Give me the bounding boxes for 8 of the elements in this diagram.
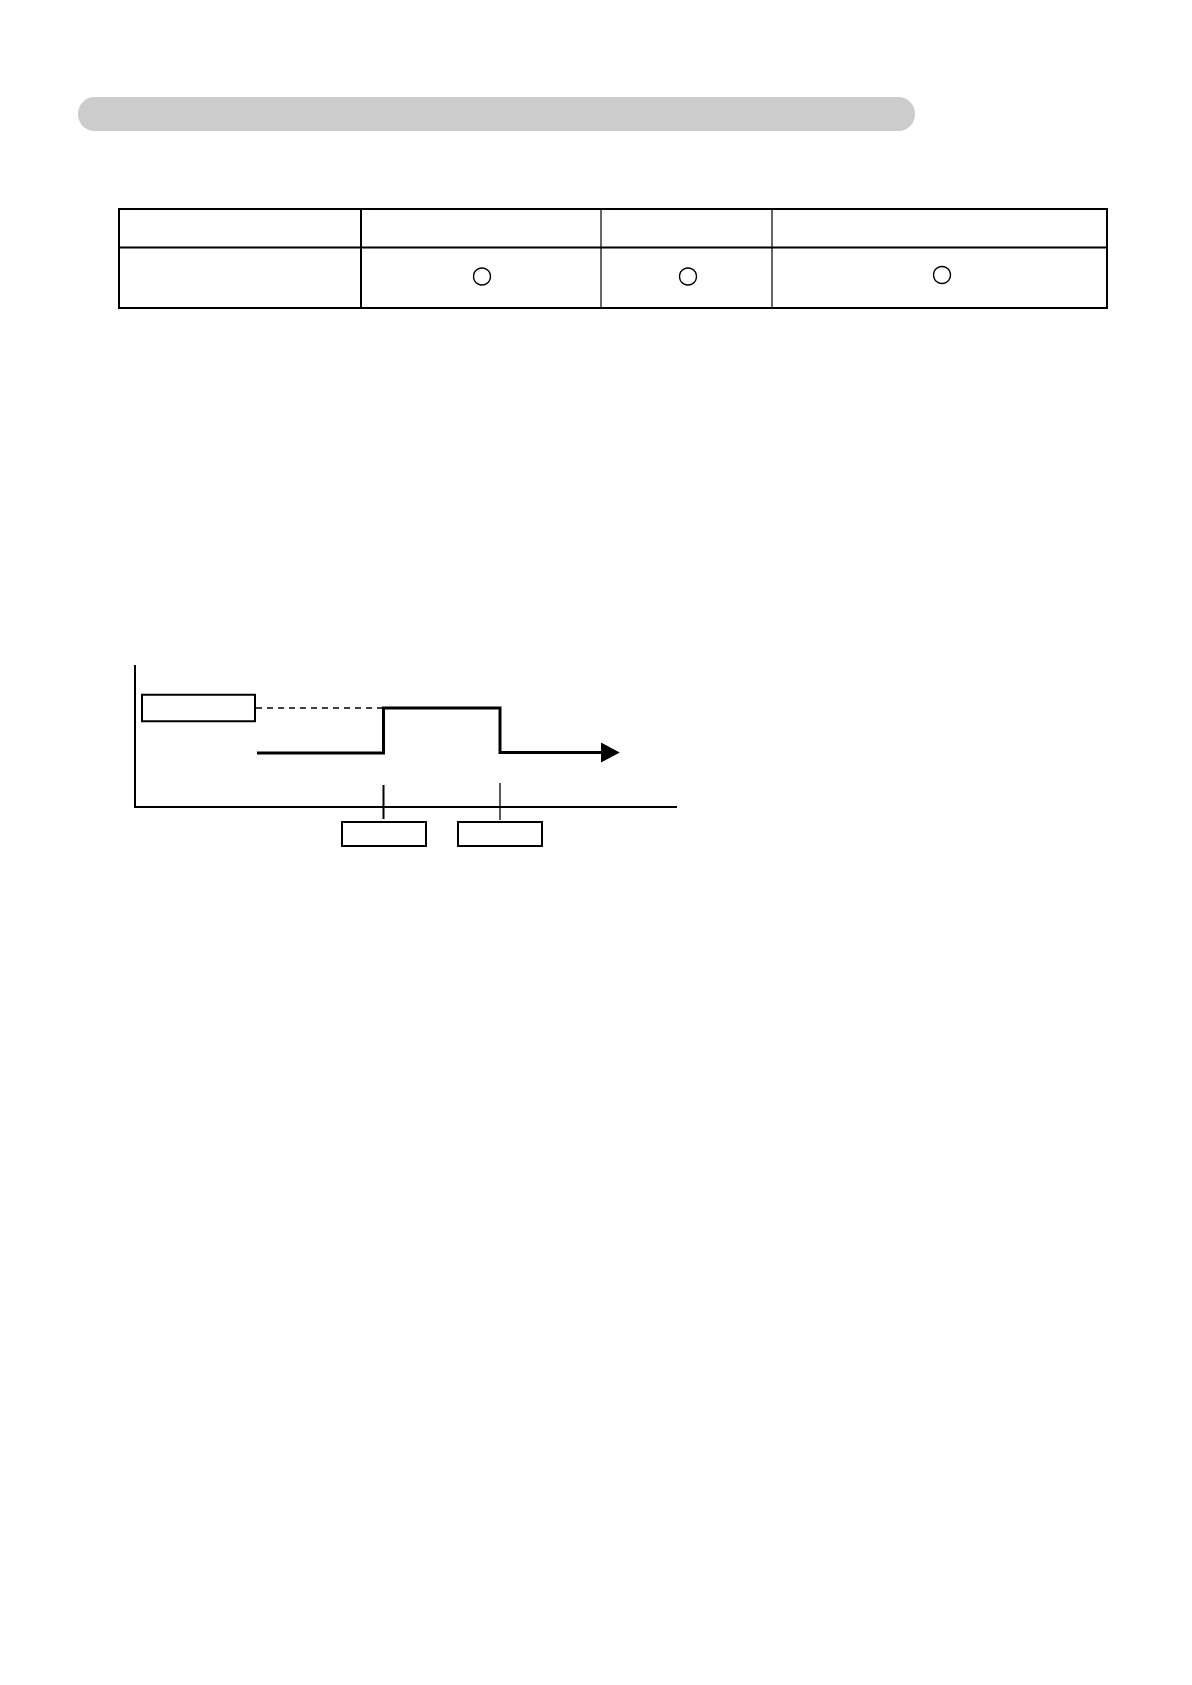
- table-mark: ○: [678, 267, 698, 286]
- heading-bar: [78, 97, 915, 131]
- label-box: [341, 821, 427, 847]
- table-mark: ○: [472, 267, 492, 286]
- table-mark: ○: [932, 265, 952, 285]
- leader-line: [255, 707, 385, 709]
- label-box: [457, 821, 543, 847]
- label-box: [141, 693, 256, 723]
